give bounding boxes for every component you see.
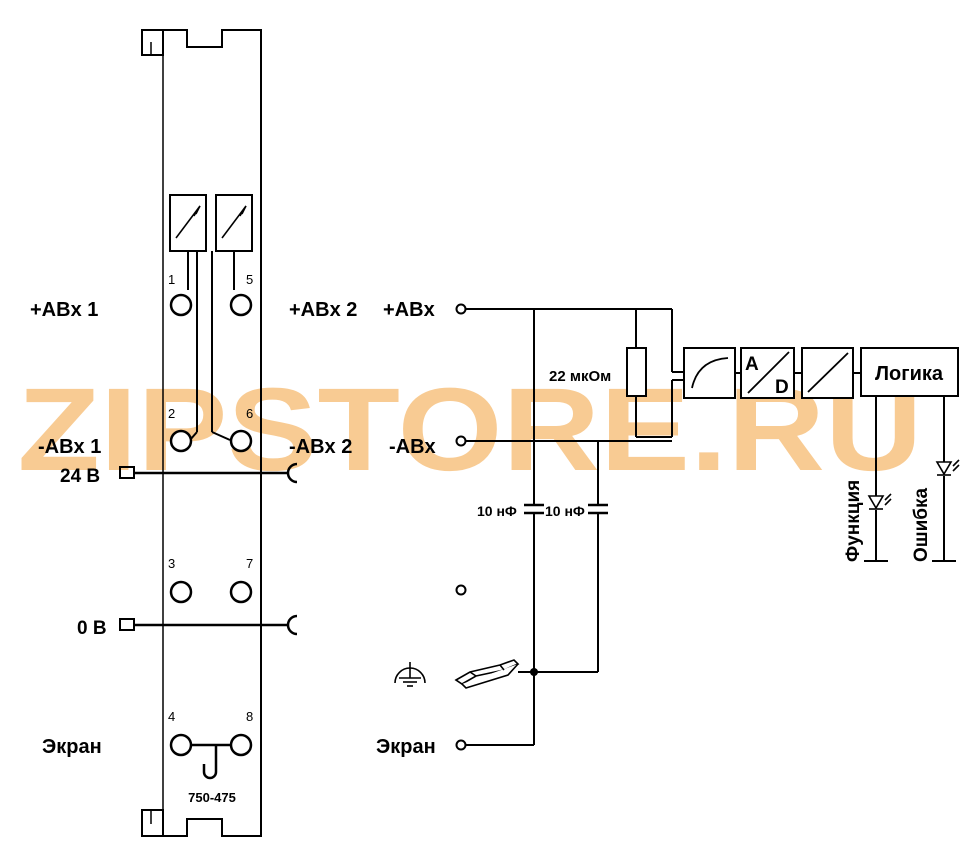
schematic-wires <box>455 303 684 751</box>
logic-block <box>860 347 959 397</box>
terminal-3 <box>169 580 193 604</box>
power-contacts <box>119 462 298 636</box>
din-rail-icon <box>454 659 520 689</box>
adc-d-label: D <box>775 377 789 398</box>
led-error-label: Ошибка <box>911 487 932 562</box>
terminal-7 <box>229 580 253 604</box>
label-plus-ain2: +ABx 2 <box>289 299 357 321</box>
isolation-block <box>801 347 854 399</box>
terminal-5 <box>229 293 253 317</box>
protection-element-2 <box>215 194 253 252</box>
protection-element-1 <box>169 194 207 252</box>
resistor-label: 22 мкОм <box>549 368 611 385</box>
capacitor-left <box>524 503 544 515</box>
terminal-number: 8 <box>246 709 253 724</box>
terminal-1 <box>169 293 193 317</box>
terminal-number: 7 <box>246 556 253 571</box>
contact-0v <box>119 618 135 631</box>
filter-block <box>683 347 736 399</box>
label-minus-ain2: -ABx 2 <box>289 436 352 458</box>
module-outline <box>141 29 262 837</box>
terminal-module <box>141 29 262 837</box>
shield-bridge <box>191 743 231 780</box>
label-0v: 0 В <box>77 618 107 639</box>
terminal-number: 3 <box>168 556 175 571</box>
terminal-2 <box>169 429 193 453</box>
led-function-icon <box>867 493 892 510</box>
resistor <box>626 347 647 397</box>
cap-right-label: 10 нФ <box>545 503 585 519</box>
label-shield-right: Экран <box>376 736 436 758</box>
terminal-number: 2 <box>168 406 175 421</box>
terminal-number: 6 <box>246 406 253 421</box>
label-minus-ain1: -ABx 1 <box>38 436 101 458</box>
terminal-number: 5 <box>246 272 253 287</box>
terminal-8 <box>229 733 253 757</box>
part-number: 750-475 <box>188 790 236 805</box>
label-minus-ain: -ABx <box>389 436 436 458</box>
capacitor-right <box>588 503 608 515</box>
cap-left-label: 10 нФ <box>477 503 517 519</box>
led-lines <box>864 396 956 562</box>
terminal-4 <box>169 733 193 757</box>
label-plus-ain1: +ABx 1 <box>30 299 98 321</box>
led-error-icon <box>935 459 960 476</box>
label-plus-ain: +ABx <box>383 299 435 321</box>
led-function-label: Функция <box>843 480 864 562</box>
adc-a-label: A <box>745 354 759 375</box>
terminal-6 <box>229 429 253 453</box>
label-shield-left: Экран <box>42 736 102 758</box>
logic-label: Логика <box>875 363 944 385</box>
label-24v: 24 В <box>60 466 100 487</box>
ground-icon <box>394 662 426 687</box>
terminal-number: 4 <box>168 709 175 724</box>
terminal-number: 1 <box>168 272 175 287</box>
